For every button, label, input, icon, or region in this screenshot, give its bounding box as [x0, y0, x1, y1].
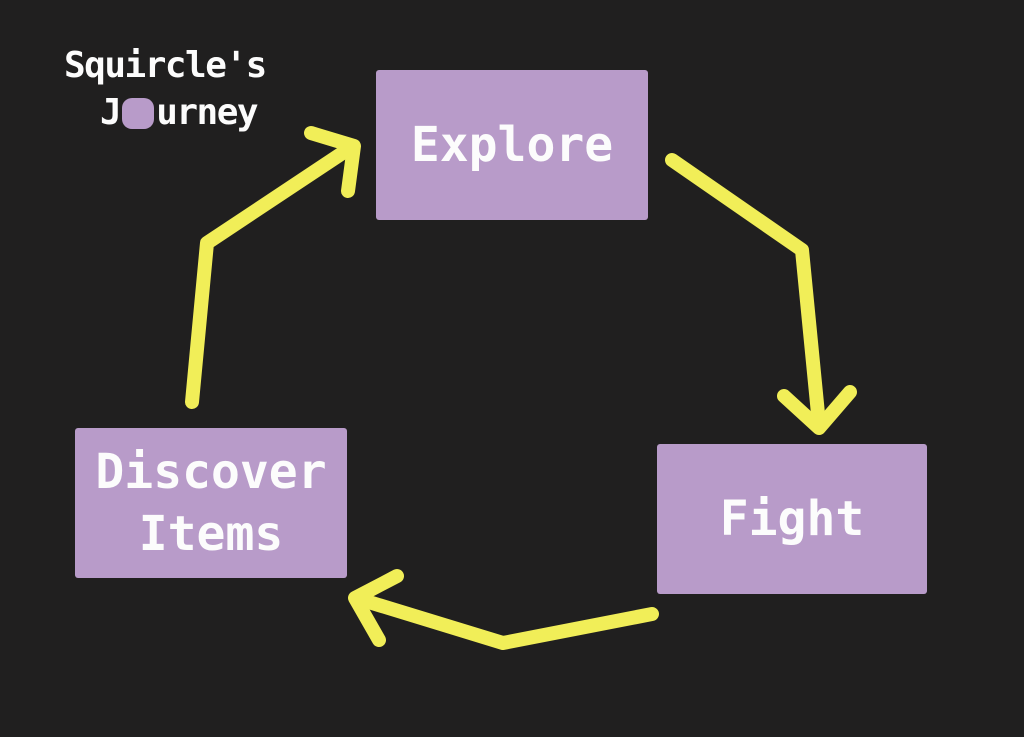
edge-discover-to-explore-arrowhead-icon	[304, 126, 361, 198]
edge-discover-to-explore	[185, 126, 361, 409]
edge-fight-to-discover	[348, 569, 659, 650]
edge-explore-to-fight-arrowhead-icon	[777, 385, 857, 435]
title-line1: Squircle's	[64, 45, 267, 86]
edge-fight-to-discover-line	[352, 592, 659, 650]
node-discover-label: Discover Items	[95, 444, 327, 562]
node-explore-label: Explore	[410, 117, 614, 173]
node-fight-label: Fight	[719, 491, 865, 547]
edge-fight-to-discover-arrowhead-icon	[348, 569, 404, 647]
edge-discover-to-explore-line	[185, 141, 357, 409]
title-line2-suffix: urney	[156, 92, 258, 133]
node-discover: Discover Items	[75, 428, 347, 578]
node-explore: Explore	[376, 70, 648, 220]
edge-explore-to-fight-line	[665, 153, 826, 431]
squircle-icon	[122, 98, 155, 129]
edge-explore-to-fight	[665, 153, 857, 435]
title-line2-prefix: J	[100, 92, 122, 133]
node-fight: Fight	[657, 444, 927, 594]
